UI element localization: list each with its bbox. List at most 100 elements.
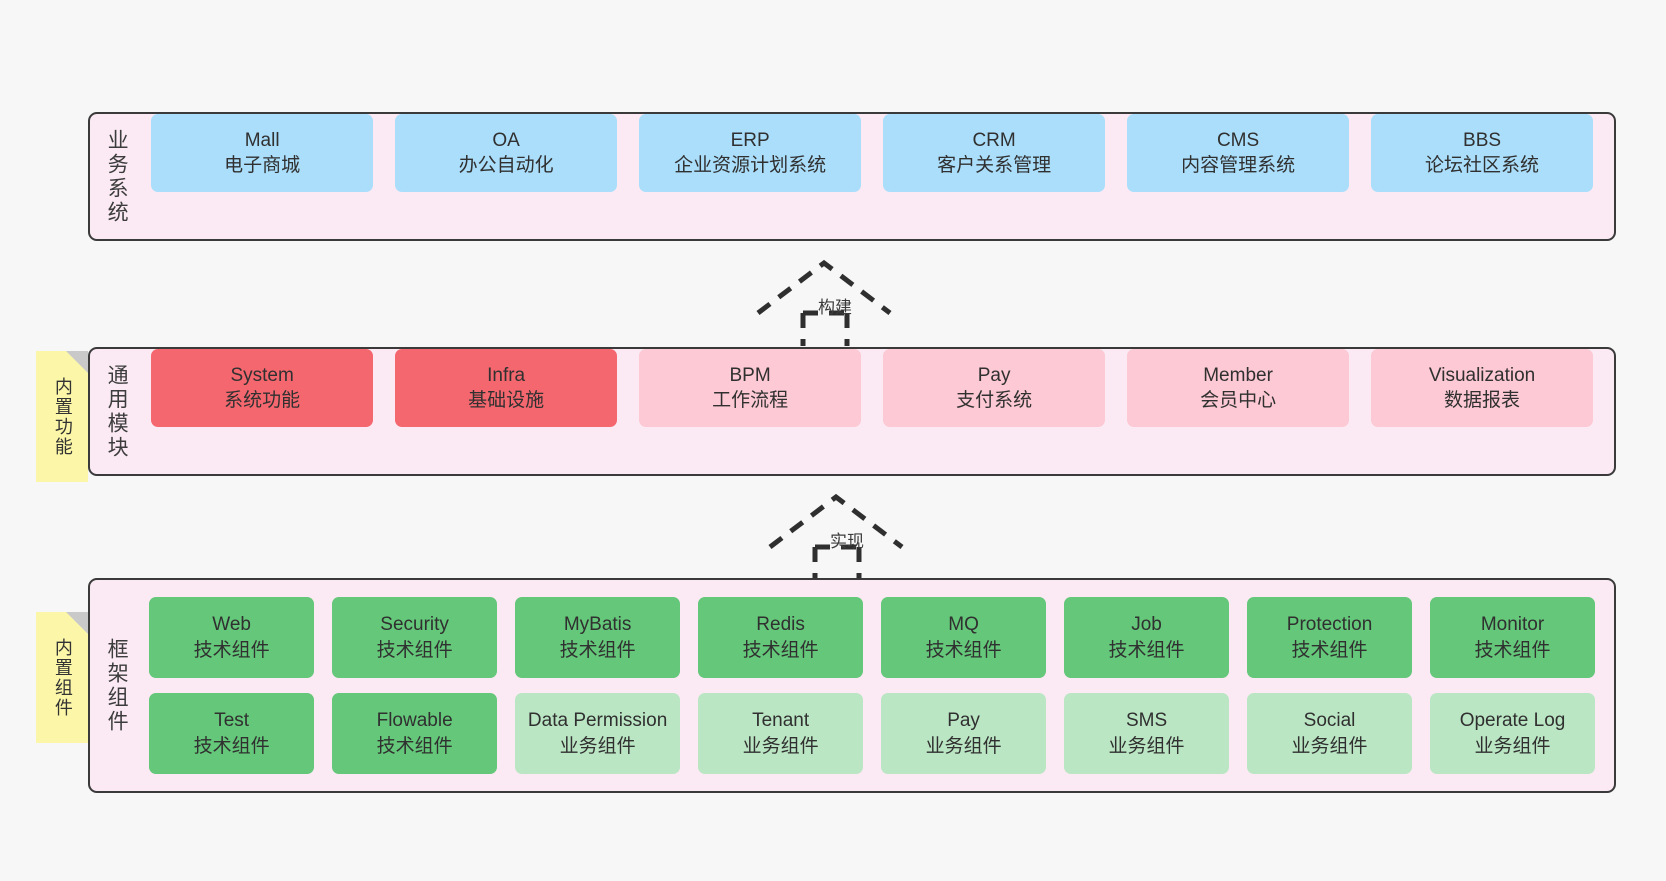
node-cn-label: 系统功能 (224, 390, 301, 411)
node-cn-label: 工作流程 (712, 390, 789, 411)
node-en-label: Protection (1286, 614, 1373, 636)
arrow-implement: 实现 (768, 492, 918, 580)
framework-row-tech: Web 技术组件 Security 技术组件 MyBatis 技术组件 Redi… (140, 597, 1604, 678)
module-node-system[interactable]: System 系统功能 (151, 349, 374, 427)
business-node-oa[interactable]: OA 办公自动化 (395, 114, 618, 192)
node-cn-label: 技术组件 (559, 639, 636, 661)
node-cn-label: 技术组件 (376, 735, 453, 757)
node-en-label: Redis (756, 614, 805, 636)
node-cn-label: 电子商城 (224, 155, 301, 176)
node-cn-label: 业务组件 (925, 735, 1002, 757)
arrow-build-label: 构建 (818, 298, 852, 317)
arrow-build: 构建 (756, 258, 906, 346)
module-node-member[interactable]: Member 会员中心 (1127, 349, 1350, 427)
node-en-label: System (230, 364, 294, 386)
framework-node-job[interactable]: Job 技术组件 (1064, 597, 1230, 678)
node-en-label: Member (1203, 364, 1273, 386)
node-en-label: MyBatis (563, 614, 632, 636)
node-en-label: MQ (948, 614, 979, 636)
framework-node-monitor[interactable]: Monitor 技术组件 (1430, 597, 1596, 678)
framework-node-mybatis[interactable]: MyBatis 技术组件 (515, 597, 681, 678)
module-node-pay[interactable]: Pay 支付系统 (883, 349, 1106, 427)
sticky-fold-icon (66, 351, 88, 373)
node-cn-label: 业务组件 (742, 735, 819, 757)
module-node-visualization[interactable]: Visualization 数据报表 (1371, 349, 1594, 427)
node-cn-label: 论坛社区系统 (1425, 155, 1540, 176)
framework-row-business: Test 技术组件 Flowable 技术组件 Data Permission … (140, 693, 1604, 774)
node-cn-label: 技术组件 (1108, 639, 1185, 661)
framework-node-web[interactable]: Web 技术组件 (149, 597, 315, 678)
business-node-erp[interactable]: ERP 企业资源计划系统 (639, 114, 862, 192)
business-node-list: Mall 电子商城 OA 办公自动化 ERP 企业资源计划系统 CRM 客户关系… (134, 114, 1614, 239)
framework-node-data-permission[interactable]: Data Permission 业务组件 (515, 693, 681, 774)
node-cn-label: 业务组件 (559, 735, 636, 757)
node-cn-label: 办公自动化 (458, 155, 554, 176)
node-cn-label: 支付系统 (956, 390, 1033, 411)
node-en-label: ERP (730, 129, 770, 151)
layer-title-modules: 通用模块 (105, 363, 129, 460)
node-cn-label: 业务组件 (1108, 735, 1185, 757)
node-en-label: OA (492, 129, 520, 151)
business-node-bbs[interactable]: BBS 论坛社区系统 (1371, 114, 1594, 192)
node-en-label: Tenant (752, 710, 810, 732)
framework-node-security[interactable]: Security 技术组件 (332, 597, 498, 678)
sticky-note-builtin-features: 内置功能 (36, 351, 88, 482)
layer-title-framework: 框架组件 (105, 637, 129, 734)
node-en-label: Job (1131, 614, 1162, 636)
arrow-implement-label: 实现 (830, 532, 864, 551)
node-en-label: Security (380, 614, 449, 636)
business-node-cms[interactable]: CMS 内容管理系统 (1127, 114, 1350, 192)
node-cn-label: 企业资源计划系统 (674, 155, 827, 176)
node-en-label: BBS (1463, 129, 1502, 151)
framework-node-sms[interactable]: SMS 业务组件 (1064, 693, 1230, 774)
node-en-label: Infra (487, 364, 526, 386)
business-node-mall[interactable]: Mall 电子商城 (151, 114, 374, 192)
node-en-label: Monitor (1480, 614, 1545, 636)
node-cn-label: 技术组件 (742, 639, 819, 661)
node-cn-label: 技术组件 (1474, 639, 1551, 661)
node-cn-label: 技术组件 (376, 639, 453, 661)
framework-node-tenant[interactable]: Tenant 业务组件 (698, 693, 864, 774)
framework-node-pay[interactable]: Pay 业务组件 (881, 693, 1047, 774)
module-node-infra[interactable]: Infra 基础设施 (395, 349, 618, 427)
node-en-label: CMS (1216, 129, 1260, 151)
framework-node-grid: Web 技术组件 Security 技术组件 MyBatis 技术组件 Redi… (134, 580, 1614, 791)
layer-framework-components: 框架组件 Web 技术组件 Security 技术组件 MyBatis 技术组件… (88, 578, 1616, 793)
node-en-label: Visualization (1428, 364, 1536, 386)
node-en-label: Mall (244, 129, 280, 151)
framework-node-redis[interactable]: Redis 技术组件 (698, 597, 864, 678)
node-en-label: Operate Log (1459, 710, 1566, 732)
node-cn-label: 技术组件 (925, 639, 1002, 661)
node-cn-label: 基础设施 (468, 390, 545, 411)
framework-node-operate-log[interactable]: Operate Log 业务组件 (1430, 693, 1596, 774)
node-en-label: Test (214, 710, 250, 732)
node-cn-label: 技术组件 (1291, 639, 1368, 661)
node-en-label: CRM (972, 129, 1016, 151)
node-cn-label: 内容管理系统 (1181, 155, 1296, 176)
node-cn-label: 技术组件 (193, 735, 270, 757)
node-cn-label: 客户关系管理 (937, 155, 1052, 176)
node-en-label: SMS (1125, 710, 1168, 732)
business-node-crm[interactable]: CRM 客户关系管理 (883, 114, 1106, 192)
layer-business-systems: 业务系统 Mall 电子商城 OA 办公自动化 ERP 企业资源计划系统 CRM… (88, 112, 1616, 241)
module-node-list: System 系统功能 Infra 基础设施 BPM 工作流程 Pay 支付系统… (134, 349, 1614, 474)
framework-node-flowable[interactable]: Flowable 技术组件 (332, 693, 498, 774)
node-en-label: Flowable (376, 710, 453, 732)
framework-node-mq[interactable]: MQ 技术组件 (881, 597, 1047, 678)
sticky-note-label: 内置组件 (52, 637, 73, 718)
sticky-fold-icon (66, 612, 88, 634)
node-en-label: Pay (947, 710, 980, 732)
sticky-note-builtin-components: 内置组件 (36, 612, 88, 743)
framework-node-social[interactable]: Social 业务组件 (1247, 693, 1413, 774)
node-cn-label: 数据报表 (1444, 390, 1521, 411)
node-cn-label: 业务组件 (1474, 735, 1551, 757)
module-node-bpm[interactable]: BPM 工作流程 (639, 349, 862, 427)
layer-title-business: 业务系统 (105, 128, 129, 225)
node-en-label: Pay (977, 364, 1011, 386)
node-en-label: Data Permission (527, 710, 668, 732)
framework-node-test[interactable]: Test 技术组件 (149, 693, 315, 774)
node-cn-label: 业务组件 (1291, 735, 1368, 757)
framework-node-protection[interactable]: Protection 技术组件 (1247, 597, 1413, 678)
node-cn-label: 会员中心 (1200, 390, 1277, 411)
node-en-label: Social (1303, 710, 1356, 732)
